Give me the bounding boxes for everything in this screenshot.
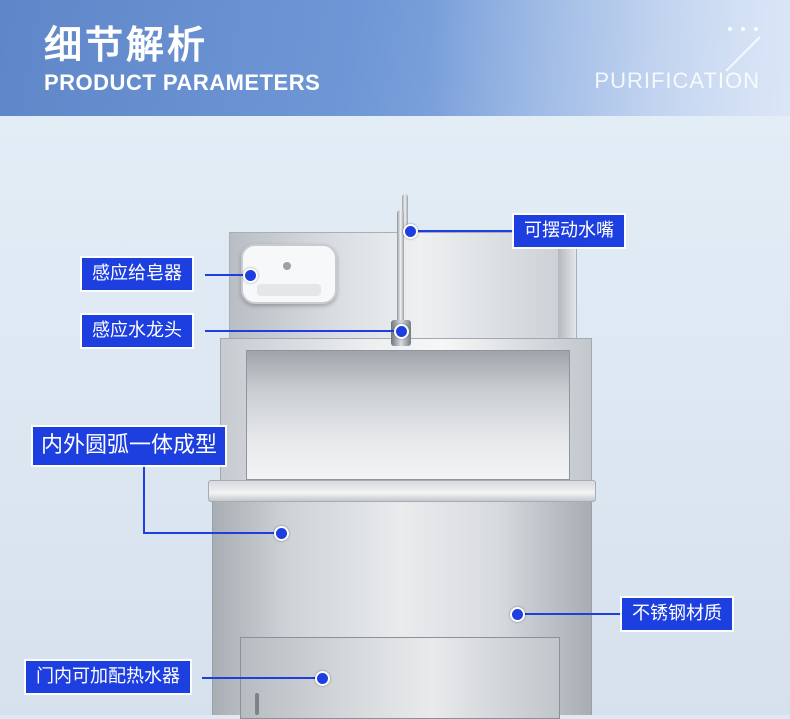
header-fade — [430, 0, 790, 116]
header-banner: 细节解析 PRODUCT PARAMETERS PURIFICATION — [0, 0, 790, 116]
pointer-line — [520, 613, 622, 615]
door-handle-icon — [255, 693, 259, 715]
callout-arc-molded: 内外圆弧一体成型 — [33, 427, 226, 465]
pointer-dot — [274, 526, 289, 541]
sink-basin — [246, 350, 570, 480]
pointer-line — [205, 274, 250, 276]
pointer-line — [143, 465, 145, 533]
callout-sensor-faucet: 感应水龙头 — [82, 315, 192, 347]
callout-soap-dispenser: 感应给皂器 — [82, 258, 192, 290]
dots-decoration-icon — [719, 16, 758, 35]
callout-water-heater: 门内可加配热水器 — [26, 661, 190, 693]
page-title: 细节解析 — [44, 23, 209, 67]
sink-cabinet-top — [208, 480, 596, 502]
faucet-spout-icon — [402, 194, 408, 228]
pointer-dot — [315, 671, 330, 686]
brand-word: PURIFICATION — [594, 68, 760, 93]
pointer-dot — [394, 324, 409, 339]
pointer-line — [143, 532, 280, 534]
callout-swivel-spout: 可摆动水嘴 — [514, 215, 624, 247]
page-subtitle: PRODUCT PARAMETERS — [44, 70, 321, 95]
faucet-stem — [397, 210, 404, 330]
pointer-dot — [510, 607, 525, 622]
pointer-line — [205, 330, 398, 332]
pointer-line — [410, 230, 514, 232]
pointer-line — [202, 677, 320, 679]
pointer-dot — [403, 224, 418, 239]
pointer-dot — [243, 268, 258, 283]
callout-stainless-steel: 不锈钢材质 — [622, 598, 732, 630]
